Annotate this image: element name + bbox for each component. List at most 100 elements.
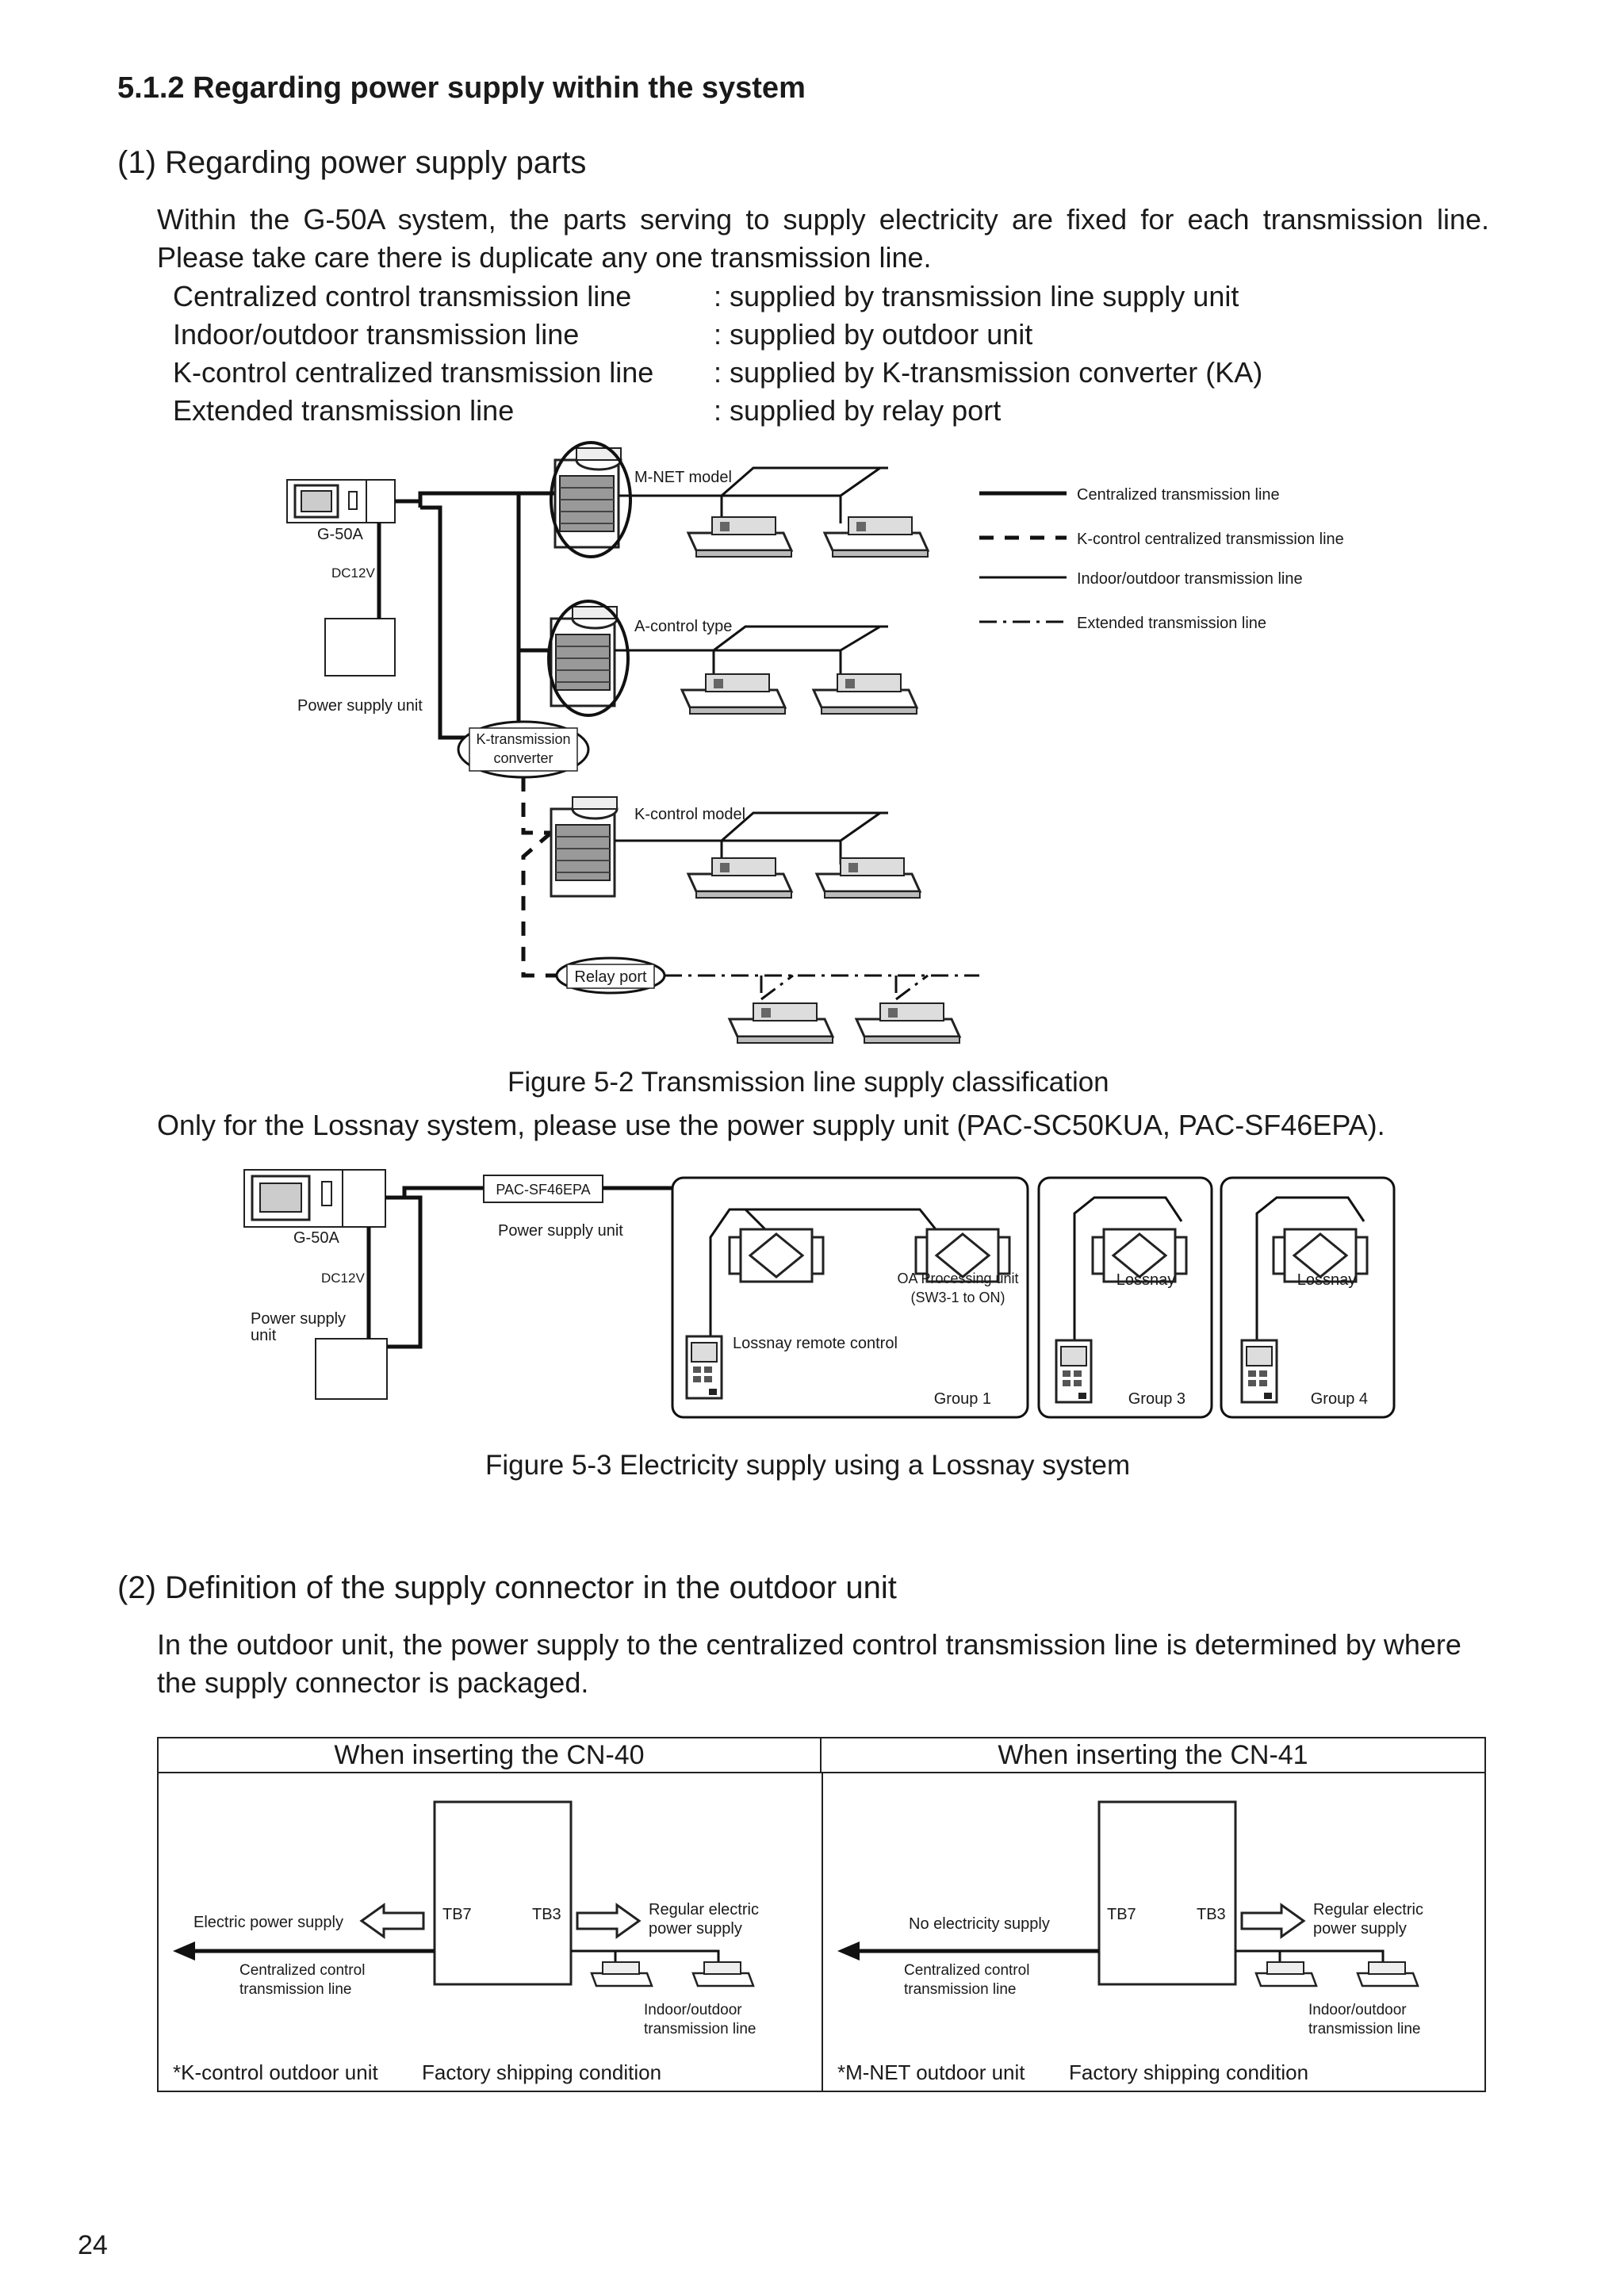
supply-line-source: : supplied by K-transmission converter (…: [714, 356, 1263, 389]
label-central-2: transmission line: [239, 1981, 352, 1998]
label-k-converter-2: converter: [493, 750, 553, 766]
regular-supply-arrow-icon: [1240, 1903, 1305, 1938]
label-tb3: TB3: [532, 1906, 561, 1923]
part1-paragraph: Within the G-50A system, the parts servi…: [157, 201, 1489, 277]
group3-lines: [1073, 1196, 1183, 1340]
mnet-outdoor-unit: [550, 441, 632, 558]
legend-label: Centralized transmission line: [1077, 486, 1280, 504]
label-acontrol-type: A-control type: [634, 618, 732, 635]
label-g50a: G-50A: [317, 526, 363, 543]
label-supply: Electric power supply: [193, 1914, 343, 1931]
fig3-central-lines: [366, 1186, 484, 1349]
cn40-header: When inserting the CN-40: [159, 1738, 822, 1773]
indoor-unit-icon: [680, 673, 787, 715]
supply-line-name: Indoor/outdoor transmission line: [173, 318, 580, 351]
label-regular-2: power supply: [649, 1920, 742, 1938]
cn41-header: When inserting the CN-41: [822, 1738, 1484, 1773]
label-central-1: Centralized control: [239, 1962, 365, 1979]
cn41-diagram: TB7 TB3 No electricity supply Centralize…: [837, 1800, 1423, 2084]
legend-label: Extended transmission line: [1077, 615, 1266, 632]
lossnay-note: Only for the Lossnay system, please use …: [157, 1109, 1385, 1141]
supply-list-item: K-control centralized transmission line:…: [173, 354, 1262, 392]
legend-label: K-control centralized transmission line: [1077, 531, 1344, 548]
label-power-supply-unit: Power supply unit: [297, 697, 423, 715]
supply-line-name: Centralized control transmission line: [173, 280, 632, 312]
label-group-3: Group 3: [1128, 1390, 1185, 1408]
label-factory-right: Factory shipping condition: [1069, 2060, 1308, 2084]
label-central-2: transmission line: [904, 1981, 1017, 1998]
section-title: 5.1.2 Regarding power supply within the …: [117, 71, 806, 105]
cn40-diagram: TB7 TB3 Electric power supply Centralize…: [173, 1800, 759, 2084]
label-tb3: TB3: [1197, 1906, 1226, 1923]
supply-list-item: Extended transmission line: supplied by …: [173, 392, 1262, 430]
label-dc12v-2: DC12V: [321, 1271, 365, 1286]
legend: Centralized transmission line K-control …: [979, 486, 1344, 632]
mnet-indoor-lines: [619, 466, 888, 523]
supply-list-item: Centralized control transmission line: s…: [173, 278, 1262, 316]
indoor-outdoor-lines: [571, 1949, 720, 1965]
cn-table-divider: [822, 1773, 823, 2091]
label-note-right: *M-NET outdoor unit: [837, 2060, 1025, 2084]
part1-heading: (1) Regarding power supply parts: [117, 145, 587, 180]
label-no-supply: No electricity supply: [909, 1915, 1050, 1933]
label-io-1: Indoor/outdoor: [644, 2002, 742, 2018]
label-k-converter-1: K-transmission: [476, 731, 570, 747]
group4-lines: [1255, 1196, 1365, 1340]
supply-line-name: Extended transmission line: [173, 394, 515, 427]
arrow-head-icon: [837, 1941, 860, 1961]
label-psu-2b: unit: [251, 1327, 277, 1344]
figure-5-2-diagram: G-50A DC12V Power supply unit M-NET mode…: [286, 441, 1344, 1045]
part1-para-line1: Within the G-50A system, the parts servi…: [157, 203, 1489, 236]
label-oa-1: OA Processing unit: [897, 1271, 1018, 1286]
cn-table-diagrams: TB7 TB3 Electric power supply Centralize…: [173, 1800, 1423, 2084]
k-converter-box: [469, 727, 578, 772]
label-io-1: Indoor/outdoor: [1308, 2002, 1407, 2018]
outdoor-unit-box: [433, 1800, 573, 1986]
label-g50a-2: G-50A: [293, 1229, 339, 1247]
psu-box-2: [315, 1338, 388, 1400]
label-pac: PAC-SF46EPA: [496, 1182, 590, 1198]
indoor-unit-icon: [812, 673, 918, 715]
k-control-dashed-lines: [521, 777, 571, 978]
label-regular-2: power supply: [1313, 1920, 1407, 1938]
extended-lines: [665, 974, 979, 1001]
kcontrol-indoor-lines: [615, 811, 888, 864]
label-io-2: transmission line: [644, 2021, 756, 2037]
part1-para-line2: Please take care there is duplicate any …: [157, 241, 932, 274]
legend-label: Indoor/outdoor transmission line: [1077, 570, 1303, 588]
figure-5-3-diagram: G-50A DC12V Power supply unit PAC-SF46EP…: [243, 1169, 1396, 1419]
label-tb7: TB7: [442, 1906, 472, 1923]
label-kcontrol-model: K-control model: [634, 806, 745, 823]
supply-line-source: : supplied by outdoor unit: [714, 318, 1033, 351]
label-tb7: TB7: [1107, 1906, 1136, 1923]
figure-5-3-caption: Figure 5-3 Electricity supply using a Lo…: [485, 1450, 1131, 1481]
arrow-head-icon: [173, 1941, 195, 1961]
label-psu-2a: Power supply: [251, 1310, 346, 1328]
part2-para-line1: In the outdoor unit, the power supply to…: [157, 1628, 1461, 1661]
g50a-controller-2: [243, 1169, 386, 1228]
label-group-4: Group 4: [1311, 1390, 1368, 1408]
label-lossnay-a: Lossnay: [1116, 1271, 1176, 1289]
label-regular-1: Regular electric: [649, 1901, 759, 1918]
indoor-unit-icon: [687, 516, 793, 558]
indoor-unit-icon: [590, 1961, 653, 1987]
cn-connector-table: When inserting the CN-40 When inserting …: [157, 1737, 1486, 2092]
indoor-unit-icon: [687, 857, 793, 899]
group-3-box: [1037, 1176, 1213, 1419]
regular-supply-arrow-icon: [576, 1903, 641, 1938]
label-regular-1: Regular electric: [1313, 1901, 1423, 1918]
indoor-unit-icon: [728, 1002, 834, 1045]
label-lossnay-b: Lossnay: [1297, 1271, 1357, 1289]
outdoor-unit-box: [1097, 1800, 1237, 1986]
remote-control-icon: [685, 1335, 723, 1400]
indoor-unit-icon: [855, 1002, 961, 1045]
group-4-box: [1220, 1176, 1396, 1419]
supply-arrow-icon: [360, 1903, 425, 1938]
page-number: 24: [78, 2230, 108, 2260]
lossnay-unit-icon: [728, 1228, 825, 1283]
part2-heading: (2) Definition of the supply connector i…: [117, 1570, 897, 1605]
label-pac-sub: Power supply unit: [498, 1222, 623, 1240]
indoor-unit-icon: [1356, 1961, 1419, 1987]
supply-list: Centralized control transmission line : s…: [173, 278, 1262, 430]
indoor-unit-icon: [1254, 1961, 1318, 1987]
